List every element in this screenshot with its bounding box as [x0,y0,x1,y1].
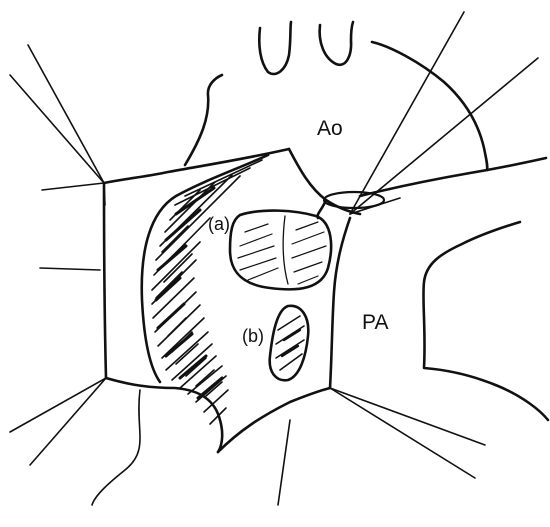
pulmonary-artery-label: PA [362,312,388,333]
aorta-label: Ao [317,118,343,139]
opening-b-label: (b) [242,327,264,345]
opening-a [230,211,331,290]
shaded-crescent [152,160,262,424]
flap-outline [104,149,330,452]
opening-a-label: (a) [208,215,230,233]
opening-b [270,306,309,380]
pulmonary-artery-outline [330,158,548,420]
